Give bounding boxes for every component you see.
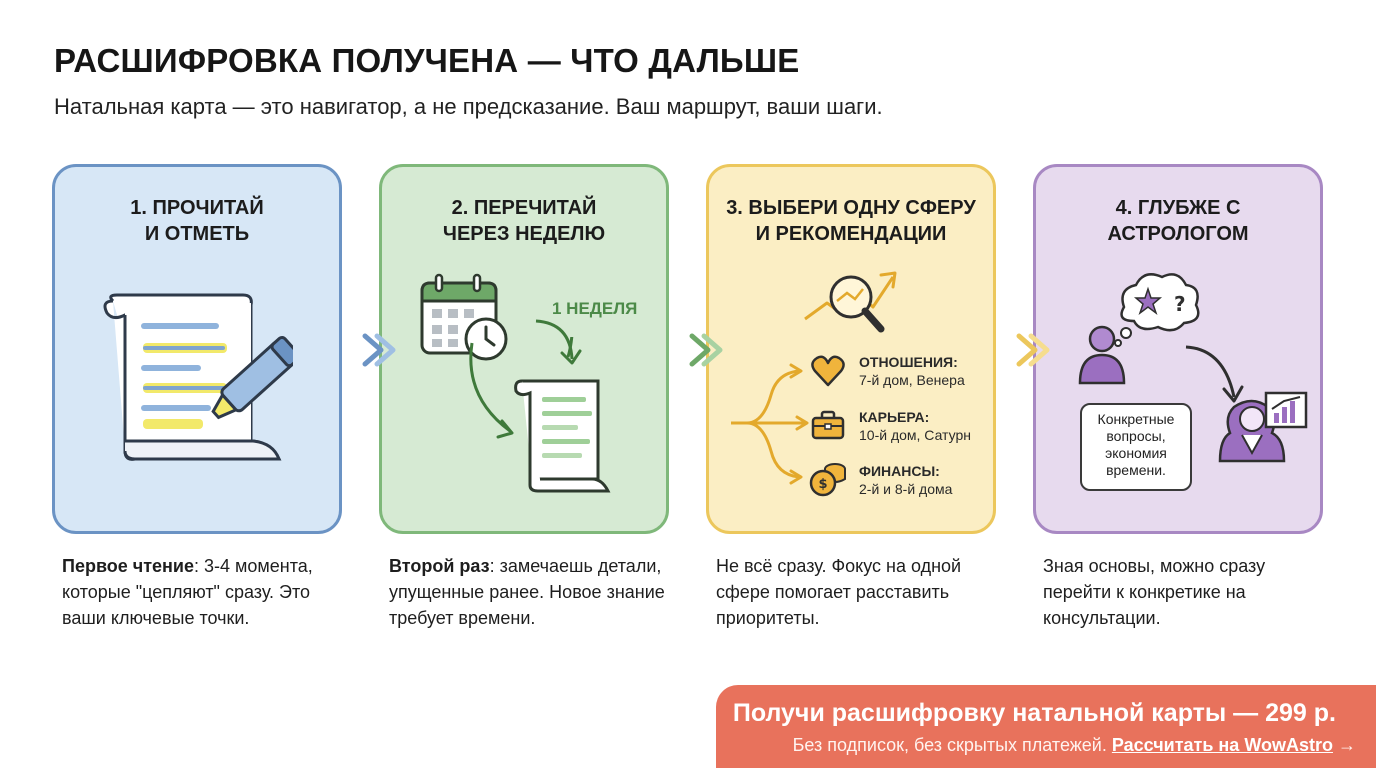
page-title: РАСШИФРОВКА ПОЛУЧЕНА — ЧТО ДАЛЬШЕ bbox=[54, 42, 800, 79]
step-card-reread: 2. ПЕРЕЧИТАЙ ЧЕРЕЗ НЕДЕЛЮ 1 НЕДЕЛЯ bbox=[379, 164, 669, 534]
step-title: 1. ПРОЧИТАЙ И ОТМЕТЬ bbox=[130, 197, 264, 245]
area-name: ФИНАНСЫ: bbox=[859, 463, 940, 479]
area-name: ОТНОШЕНИЯ: bbox=[859, 354, 958, 370]
desc-text: Зная основы, можно сразу перейти к конкр… bbox=[1043, 556, 1266, 628]
cta-title: Получи расшифровку натальной карты — 299… bbox=[732, 699, 1336, 727]
desc-text: Не всё сразу. Фокус на одной сфере помог… bbox=[716, 556, 962, 628]
chevron-right-icon bbox=[686, 330, 726, 370]
page-subtitle: Натальная карта — это навигатор, а не пр… bbox=[54, 94, 883, 119]
document-highlighter-icon bbox=[103, 291, 293, 481]
area-name: КАРЬЕРА: bbox=[859, 409, 930, 425]
step-description: Зная основы, можно сразу перейти к конкр… bbox=[1043, 553, 1333, 631]
calendar-clock-icon bbox=[418, 273, 518, 363]
cta-subtitle: Без подписок, без скрытых платежей. Расс… bbox=[793, 735, 1356, 756]
cta-banner[interactable]: Получи расшифровку натальной карты — 299… bbox=[716, 685, 1376, 768]
document-icon bbox=[512, 375, 612, 495]
desc-text: : замечаешь детали, упущенные ранее. Нов… bbox=[389, 556, 665, 628]
step-card-focus: 3. ВЫБЕРИ ОДНУ СФЕРУ И РЕКОМЕНДАЦИИ ОТНО… bbox=[706, 164, 996, 534]
arrow-right-icon[interactable]: → bbox=[1338, 735, 1356, 755]
astrologer-consultation-icon: ? bbox=[1074, 267, 1314, 507]
area-detail: 7-й дом, Венера bbox=[859, 372, 965, 388]
step-card-astrologer: 4. ГЛУБЖЕ С АСТРОЛОГОМ ? Конк bbox=[1033, 164, 1323, 534]
step-card-read: 1. ПРОЧИТАЙ И ОТМЕТЬ bbox=[52, 164, 342, 534]
chevron-right-icon bbox=[359, 330, 399, 370]
step-title: 3. ВЫБЕРИ ОДНУ СФЕРУ И РЕКОМЕНДАЦИИ bbox=[726, 197, 976, 245]
step-description: Не всё сразу. Фокус на одной сфере помог… bbox=[716, 553, 1006, 631]
desc-bold: Первое чтение bbox=[62, 556, 195, 576]
svg-text:?: ? bbox=[1174, 292, 1186, 316]
area-detail: 2-й и 8-й дома bbox=[859, 481, 953, 497]
flow-arrows-icon bbox=[442, 337, 592, 447]
area-career: КАРЬЕРА: 10-й дом, Сатурн bbox=[859, 408, 971, 444]
step-description: Второй раз: замечаешь детали, упущенные … bbox=[389, 553, 679, 631]
cta-note: Без подписок, без скрытых платежей. bbox=[792, 735, 1107, 755]
heart-icon bbox=[811, 355, 845, 387]
area-relationships: ОТНОШЕНИЯ: 7-й дом, Венера bbox=[859, 353, 965, 389]
week-label: 1 НЕДЕЛЯ bbox=[552, 299, 638, 318]
area-finance: ФИНАНСЫ: 2-й и 8-й дома bbox=[859, 462, 952, 498]
speech-bubble: Конкретные вопросы, экономия времени. bbox=[1080, 403, 1192, 491]
coins-icon: $ bbox=[809, 459, 849, 499]
branch-arrows-icon bbox=[727, 349, 817, 489]
cta-link[interactable]: Рассчитать на WowAstro bbox=[1111, 735, 1333, 755]
step-description: Первое чтение: 3-4 момента, которые "цеп… bbox=[62, 553, 352, 631]
chevron-right-icon bbox=[1013, 330, 1053, 370]
desc-bold: Второй раз bbox=[389, 556, 490, 576]
magnifier-growth-icon bbox=[801, 263, 901, 343]
step-title: 4. ГЛУБЖЕ С АСТРОЛОГОМ bbox=[1107, 197, 1249, 245]
area-detail: 10-й дом, Сатурн bbox=[859, 427, 971, 443]
briefcase-icon bbox=[811, 409, 845, 441]
svg-text:$: $ bbox=[818, 477, 827, 492]
step-title: 2. ПЕРЕЧИТАЙ ЧЕРЕЗ НЕДЕЛЮ bbox=[442, 197, 606, 245]
arrow-down-icon bbox=[532, 301, 582, 371]
desc-text: : 3-4 момента, которые "цепляют" сразу. … bbox=[62, 556, 313, 628]
